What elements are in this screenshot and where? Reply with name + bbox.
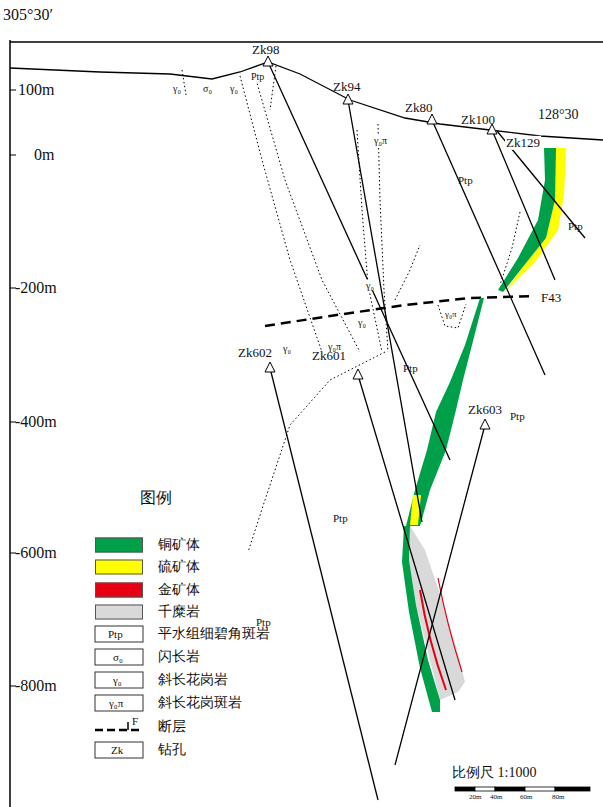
rock-code: Ptp — [333, 512, 348, 524]
legend-text: 断层 — [158, 718, 186, 736]
drill-name: Zk129 — [505, 136, 541, 150]
legend-text: 硫矿体 — [158, 558, 200, 576]
drill-name: Zk80 — [405, 101, 432, 115]
rock-code: γ₀ — [173, 83, 181, 94]
frame — [10, 41, 603, 43]
legend-text: 千糜岩 — [158, 603, 200, 621]
legend-text: 铜矿体 — [158, 536, 200, 554]
scale-text: 比例尺 1:1000 — [452, 765, 536, 780]
drill-name: Zk603 — [468, 403, 502, 417]
fault-name: F43 — [540, 291, 562, 305]
rock-code: Ptp — [458, 174, 473, 186]
legend-code: F — [132, 715, 138, 727]
rock-code: γ₀ — [282, 343, 292, 354]
rock-code: Ptp — [568, 220, 583, 232]
rock-code: Ptp — [250, 71, 265, 82]
drill-name: Zk94 — [333, 80, 360, 94]
legend-code: γ₀π — [109, 697, 123, 709]
rock-code: σ₀ — [203, 83, 212, 94]
scale-number: 40m — [490, 794, 502, 802]
elevation: -800m — [15, 677, 57, 695]
elevation: 100m — [18, 81, 54, 99]
drill-holes — [268, 62, 585, 800]
legend-sample — [95, 626, 143, 758]
legend-swatch — [95, 605, 143, 620]
legend-text: 平水组细碧角斑岩 — [158, 625, 270, 643]
intrusion-boundary — [182, 66, 520, 552]
rock-code: γ₀ — [230, 83, 238, 94]
legend-swatch — [95, 538, 143, 553]
coordinate: 305°30′ — [3, 6, 53, 24]
rock-code: γ₀ — [357, 317, 367, 328]
rock-code: γ₀π — [444, 310, 458, 320]
legend-text: 闪长岩 — [158, 648, 200, 666]
coordinate: 128°30 — [538, 107, 579, 122]
topography — [10, 62, 603, 140]
legend-swatch — [95, 560, 143, 575]
legend-text: 钻孔 — [158, 741, 186, 759]
legend-text: 斜长花岗岩 — [158, 671, 228, 689]
drill-name: Zk98 — [252, 43, 279, 57]
drill-name: Zk602 — [238, 346, 272, 360]
scale-number: 80m — [552, 794, 564, 802]
elevation: -400m — [15, 413, 57, 431]
legend-title: 图例 — [140, 489, 172, 507]
rock-code: γ₀π — [373, 135, 388, 146]
legend-code: σ₀ — [113, 651, 123, 663]
scale-number: 60m — [520, 794, 532, 802]
elevation: -200m — [15, 279, 57, 297]
rock-code: Ptp — [403, 362, 418, 374]
legend-text: 金矿体 — [158, 581, 200, 599]
scale-bar — [455, 787, 590, 791]
elevation: 0m — [34, 146, 54, 164]
fault-f43 — [265, 296, 535, 326]
axis-ticks — [10, 90, 16, 686]
scale-number: 20m — [469, 794, 481, 802]
legend-swatch — [95, 583, 143, 598]
legend-code: Ptp — [108, 628, 123, 640]
rock-code: γ₀ — [365, 280, 375, 291]
drill-name: Zk100 — [461, 113, 495, 127]
rock-code: Ptp — [510, 410, 525, 422]
elevation: -600m — [15, 544, 57, 562]
rock-code: γ₀π — [327, 341, 342, 352]
legend-code: γ₀ — [113, 674, 122, 686]
collar-marker — [263, 56, 497, 429]
legend-code: Zk — [111, 744, 123, 756]
legend-text: 斜长花岗斑岩 — [158, 694, 242, 712]
